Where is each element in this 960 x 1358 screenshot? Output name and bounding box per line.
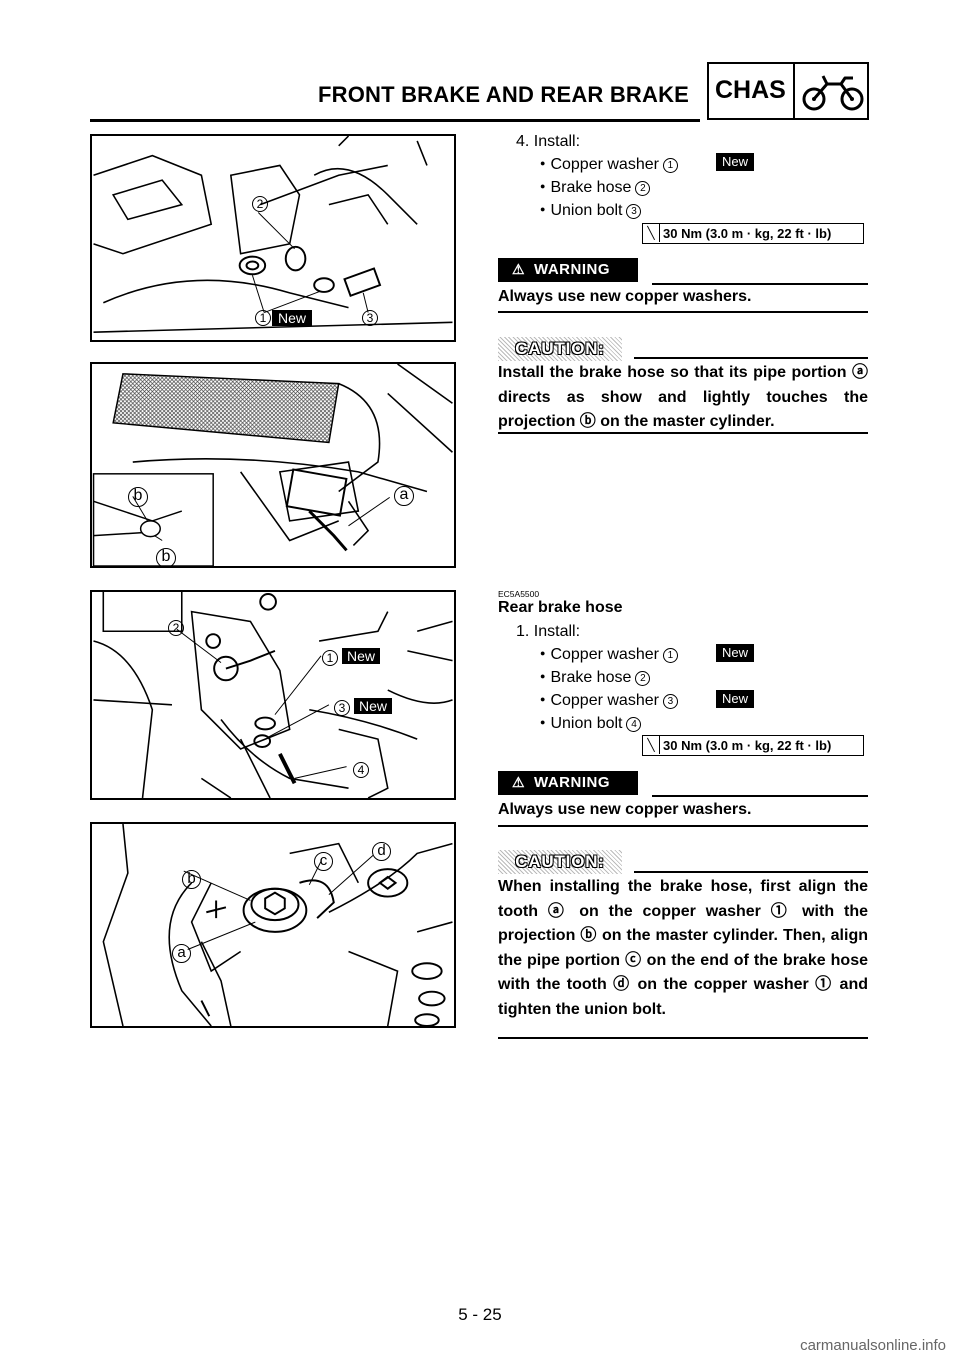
rear-caution-rule-bottom	[498, 1037, 868, 1039]
rear-step: 1. Install:	[516, 623, 581, 640]
section-code: CHAS	[715, 76, 786, 104]
rear-caution-text: When installing the brake hose, first al…	[498, 878, 868, 1018]
fig4-callout-d: d	[372, 842, 391, 861]
figure-front-hose-orientation: a b b	[90, 362, 456, 568]
rear-warning-text: Always use new copper washers.	[498, 801, 752, 818]
warning-triangle-icon: ⚠	[512, 774, 526, 790]
front-caution-rule-top	[634, 357, 868, 359]
front-torque-spec: ╲ 30 Nm (3.0 m · kg, 22 ft · lb)	[642, 223, 864, 244]
section-divider	[793, 64, 795, 118]
rear-warning-rule-bottom	[498, 825, 868, 827]
section-badge: CHAS	[707, 62, 869, 120]
warning-triangle-icon: ⚠	[512, 261, 526, 277]
front-master-cylinder-drawing	[93, 136, 453, 333]
fig2-callout-b-upper: b	[128, 487, 148, 507]
front-warning-rule-bottom	[498, 311, 868, 313]
watermark: carmanualsonline.info	[800, 1337, 946, 1354]
figure-rear-hose-alignment: a b c d	[90, 822, 456, 1028]
fig3-new-badge-2: New	[354, 698, 393, 714]
front-item-1-label: Copper washer	[550, 156, 659, 173]
fig2-callout-a: a	[394, 486, 414, 506]
fig3-callout-2: 2	[168, 620, 184, 636]
rear-new-badge-2: New	[716, 690, 755, 708]
rear-item-4-label: Union bolt	[550, 715, 623, 732]
front-item-2-label: Brake hose	[550, 179, 632, 196]
rear-warning-label: ⚠ WARNING	[498, 771, 638, 795]
fig1-callout-3: 3	[362, 310, 378, 326]
fig4-callout-b: b	[182, 870, 201, 889]
rear-caution-rule-top	[634, 871, 868, 873]
wrench-icon: ╲	[643, 736, 660, 754]
rear-caution-label: CAUTION:	[498, 850, 622, 874]
fig1-new-badge: New	[272, 310, 313, 326]
fig3-callout-3: 3	[334, 700, 350, 716]
rear-item-2-num: 2	[635, 671, 651, 686]
figure-rear-hose-install: 2 1 New 3 New 4	[90, 590, 456, 800]
fig3-callout-4: 4	[353, 762, 369, 778]
rear-new-badge-1: New	[716, 644, 755, 662]
fig1-callout-1: 1	[255, 310, 271, 326]
front-warning-rule-top	[652, 283, 868, 285]
fig4-callout-a: a	[172, 944, 191, 963]
rear-section-code: EC5A5500	[498, 589, 540, 599]
rear-warning-rule-top	[652, 795, 868, 797]
fig4-callout-c: c	[314, 852, 333, 871]
front-caution-text: Install the brake hose so that its pipe …	[498, 364, 868, 430]
fig1-callout-2: 2	[252, 196, 268, 212]
front-torque-value: 30 Nm (3.0 m · kg, 22 ft · lb)	[663, 226, 832, 241]
front-warning-text: Always use new copper washers.	[498, 288, 752, 305]
front-item-1-num: 1	[662, 158, 678, 173]
page-title: FRONT BRAKE AND REAR BRAKE	[318, 82, 690, 107]
rear-item-4-num: 4	[626, 717, 642, 732]
rear-torque-value: 30 Nm (3.0 m · kg, 22 ft · lb)	[663, 738, 832, 753]
front-caution-rule-bottom	[498, 432, 868, 434]
fig3-callout-1: 1	[322, 650, 338, 666]
rear-item-1-label: Copper washer	[550, 646, 659, 663]
front-step: 4. Install:	[516, 133, 581, 150]
fig2-callout-b-lower: b	[156, 548, 176, 566]
front-warning-label: ⚠ WARNING	[498, 258, 638, 282]
rear-torque-spec: ╲ 30 Nm (3.0 m · kg, 22 ft · lb)	[642, 735, 864, 756]
rear-master-cylinder-drawing	[93, 592, 453, 798]
rear-alignment-drawing	[102, 824, 453, 1026]
rear-item-3-label: Copper washer	[550, 692, 659, 709]
page-number: 5 - 25	[458, 1305, 502, 1324]
front-caution-label: CAUTION:	[498, 337, 622, 361]
figure-front-hose-install: 2 1 New 3	[90, 134, 456, 342]
front-lever-drawing	[92, 364, 453, 566]
fig3-new-badge-1: New	[342, 648, 381, 664]
rear-item-1-num: 1	[662, 648, 678, 663]
rear-section-title: Rear brake hose	[498, 599, 623, 616]
front-new-badge: New	[716, 153, 755, 171]
rear-item-3-num: 3	[662, 694, 678, 709]
wrench-icon: ╲	[643, 224, 660, 242]
front-item-3-num: 3	[626, 204, 642, 219]
motorcycle-icon	[802, 75, 864, 111]
front-item-3-label: Union bolt	[550, 202, 623, 219]
rear-item-2-label: Brake hose	[550, 669, 632, 686]
front-item-2-num: 2	[635, 181, 651, 196]
header-rule	[90, 119, 700, 122]
